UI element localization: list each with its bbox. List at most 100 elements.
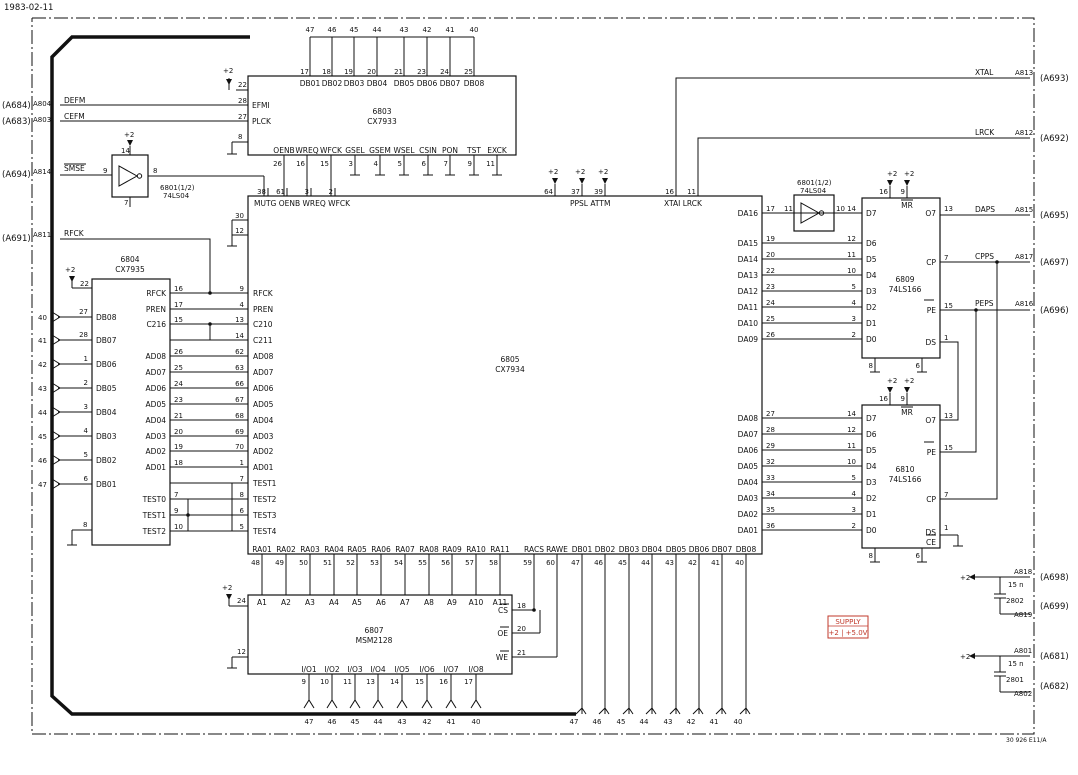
pin-label: C210 [253,320,273,329]
pin-number: 7 [944,491,948,499]
pin-number: 53 [370,559,379,567]
pin-number: 24 [766,299,775,307]
conn-a694: (A694) [2,170,31,180]
capacitor-2801: +2 15 n 2801 A801 A802 (A681) (A682) [960,647,1069,698]
cap-ref: 2801 [1006,676,1024,684]
net-number: 45 [350,26,359,34]
bus-entry [51,311,61,323]
pin-number: 3 [305,188,309,196]
pin-number: 4 [852,490,857,498]
pin-number: 16 [879,395,888,403]
pin-number: 6 [240,507,245,515]
pin-label: PLCK [252,117,272,126]
cap-value: 15 n [1008,660,1024,668]
pin-number: 46 [594,559,603,567]
pin-number: 17 [300,68,309,76]
pin-number: 4 [852,299,857,307]
pin-number: 23 [766,283,775,291]
pin-number: 21 [517,649,526,657]
net-number: 41 [447,718,456,726]
signal-cpps: CPPS [975,252,994,261]
pin-label: CS [498,606,508,615]
pin-number: 1 [84,355,88,363]
pin-label: WE [496,653,508,662]
pin-number: 7 [944,254,948,262]
supply-plus2: +2 [904,377,914,385]
pin-label: DB07 [712,545,733,554]
pin-number: 11 [343,678,352,686]
pin-label: AD04 [253,416,274,425]
ic-6805-part: CX7934 [495,365,525,374]
pin-number: 7 [240,475,244,483]
net-number: 43 [400,26,409,34]
pin-label: DB02 [595,545,616,554]
pin-label: AD01 [146,463,167,472]
net-number: 42 [423,26,432,34]
signal-smse: SMSE [64,164,85,173]
pin-label: A10 [469,598,484,607]
pin-number: 28 [238,97,247,105]
supply-plus2: +2 [65,266,75,274]
pin-number: 10 [847,458,856,466]
pin-label: AD06 [253,384,274,393]
pin-label: GSEL [345,146,365,155]
pin-label: DA01 [738,526,759,535]
pin-number: 12 [847,426,856,434]
pin-number: 48 [251,559,260,567]
net-number: 42 [423,718,432,726]
signal-defm: DEFM [64,96,85,105]
pin-number: 45 [618,559,627,567]
conn-a682: (A682) [1040,682,1069,692]
pin-label: DA09 [738,335,759,344]
supply-plus2: +2 [887,377,897,385]
pin-number: 20 [517,625,526,633]
ic-6804-ref: 6804 [120,255,139,264]
pin-label: DB05 [96,384,117,393]
pin-label: DB06 [689,545,710,554]
supply-plus2: +2 [904,170,914,178]
pin-number: 25 [766,315,775,323]
pin-number: 54 [394,559,403,567]
pin-label: D6 [866,239,877,248]
pin-label: AD05 [146,400,167,409]
pin-label: I/O8 [468,665,484,674]
pin-number: 10 [174,523,183,531]
pin-label: DB03 [619,545,640,554]
inverter-part: 74LS04 [163,192,190,200]
bus-entry [622,707,634,715]
pin-label: D4 [866,462,877,471]
bus-entry [396,699,408,709]
pin-label: DB08 [464,79,485,88]
bus-entry [575,707,587,715]
pin-number: 4 [374,160,379,168]
pin-number: 26 [273,160,282,168]
pin-label: AD08 [146,352,167,361]
bus-entry [669,707,681,715]
pin-number: 12 [237,648,246,656]
pin-number: 17 [174,301,183,309]
pin-number: 8 [869,552,873,560]
ref-a816: A816 [1015,300,1034,308]
pin-number: 51 [323,559,332,567]
pin-number: 44 [641,559,650,567]
pin-label: DB05 [666,545,687,554]
pin-number: 27 [79,308,88,316]
bus-entry [326,699,338,709]
conn-a697: (A697) [1040,258,1069,268]
pin-number: 14 [390,678,399,686]
pin-number: 9 [468,160,472,168]
pin-number: 64 [544,188,553,196]
pin-label: A2 [281,598,291,607]
net-number: 47 [38,481,47,489]
supply-legend: SUPPLY +2 | +5.0V [827,615,869,639]
pin-number: 22 [766,267,775,275]
net-number: 43 [664,718,673,726]
ref-a815: A815 [1015,206,1033,214]
pin-number: 22 [80,280,89,288]
pin-label: C216 [146,320,166,329]
pin-label: GSEM [369,146,391,155]
net-number: 46 [593,718,602,726]
supply-arrow [887,180,893,186]
pin-number: 28 [79,331,88,339]
